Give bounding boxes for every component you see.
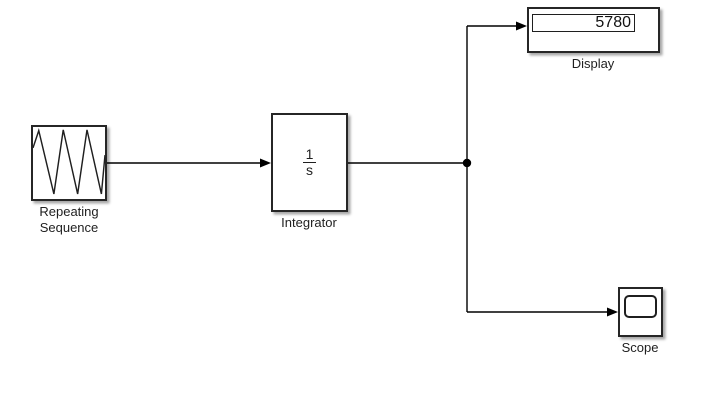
scope-label: Scope [621, 340, 659, 355]
branch-junction-dot[interactable] [462, 158, 472, 168]
integrator-transfer-function: 1 s [303, 147, 316, 178]
display-block[interactable]: 5780 [527, 7, 660, 53]
scope-block[interactable] [618, 287, 663, 337]
repeating-sequence-label-line2: Sequence [39, 220, 99, 235]
repeating-sequence-label: Repeating Sequence [0, 204, 139, 236]
display-label: Display [571, 56, 615, 71]
integrator-block[interactable]: 1 s [271, 113, 348, 212]
display-value-readout: 5780 [532, 14, 635, 32]
sawtooth-waveform-icon [33, 127, 105, 195]
scope-screen-icon [624, 295, 657, 318]
repeating-sequence-block[interactable] [31, 125, 107, 201]
integrator-label: Integrator [281, 215, 337, 230]
repeating-sequence-label-line1: Repeating [39, 204, 99, 219]
arrowhead-display-input [516, 21, 527, 31]
arrowhead-integrator-input [260, 158, 271, 168]
integrator-denominator: s [303, 162, 316, 178]
integrator-numerator: 1 [305, 146, 314, 162]
arrowhead-scope-input [607, 307, 618, 317]
